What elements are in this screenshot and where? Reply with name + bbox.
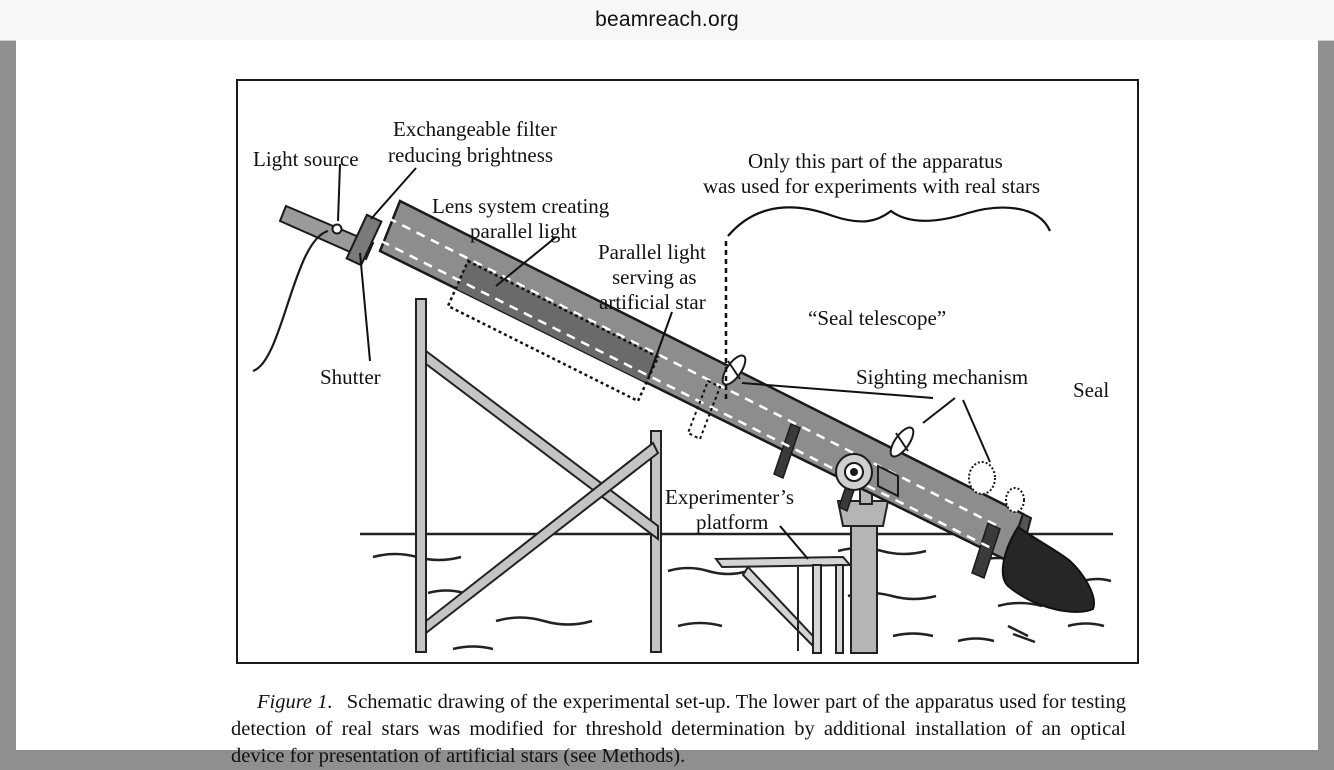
pivot — [835, 453, 899, 498]
label-seal: Seal — [1073, 378, 1109, 402]
experimenter-platform — [714, 555, 853, 654]
document-page: Light source Exchangeable filter reducin… — [16, 40, 1318, 767]
label-platform-line1: Experimenter’s — [665, 485, 794, 509]
figure-caption: Figure 1.Schematic drawing of the experi… — [231, 689, 1126, 770]
caption-text: Schematic drawing of the experimental se… — [231, 691, 1126, 767]
label-lens-line2: parallel light — [470, 219, 577, 243]
browser-address-bar[interactable]: beamreach.org — [0, 0, 1334, 41]
label-filter-line1: Exchangeable filter — [393, 117, 557, 141]
figure-frame: Light source Exchangeable filter reducin… — [236, 79, 1139, 664]
cable — [252, 229, 329, 373]
label-sighting-mechanism: Sighting mechanism — [856, 365, 1028, 389]
leader-lines — [337, 163, 991, 560]
mount-post — [836, 475, 890, 654]
caption-figure-label: Figure 1. — [257, 691, 333, 713]
seal — [968, 461, 1095, 613]
label-light-source: Light source — [253, 147, 359, 171]
label-lens-line1: Lens system creating — [432, 194, 610, 218]
scaffold — [415, 298, 662, 653]
light-source-rod — [278, 204, 383, 267]
curly-brace — [727, 206, 1052, 237]
label-parallel-line2: serving as — [612, 265, 697, 289]
sighting-mechanism — [721, 354, 915, 458]
label-only-line2: was used for experiments with real stars — [703, 174, 1040, 198]
label-parallel-line3: artificial star — [599, 290, 706, 314]
label-seal-telescope: “Seal telescope” — [808, 306, 946, 330]
label-filter-line2: reducing brightness — [388, 143, 553, 167]
apparatus-drawing: Light source Exchangeable filter reducin… — [252, 117, 1113, 654]
label-platform-line2: platform — [696, 510, 768, 534]
url-text: beamreach.org — [595, 8, 739, 31]
label-only-line1: Only this part of the apparatus — [748, 149, 1003, 173]
label-parallel-line1: Parallel light — [598, 240, 706, 264]
label-shutter: Shutter — [320, 365, 381, 389]
